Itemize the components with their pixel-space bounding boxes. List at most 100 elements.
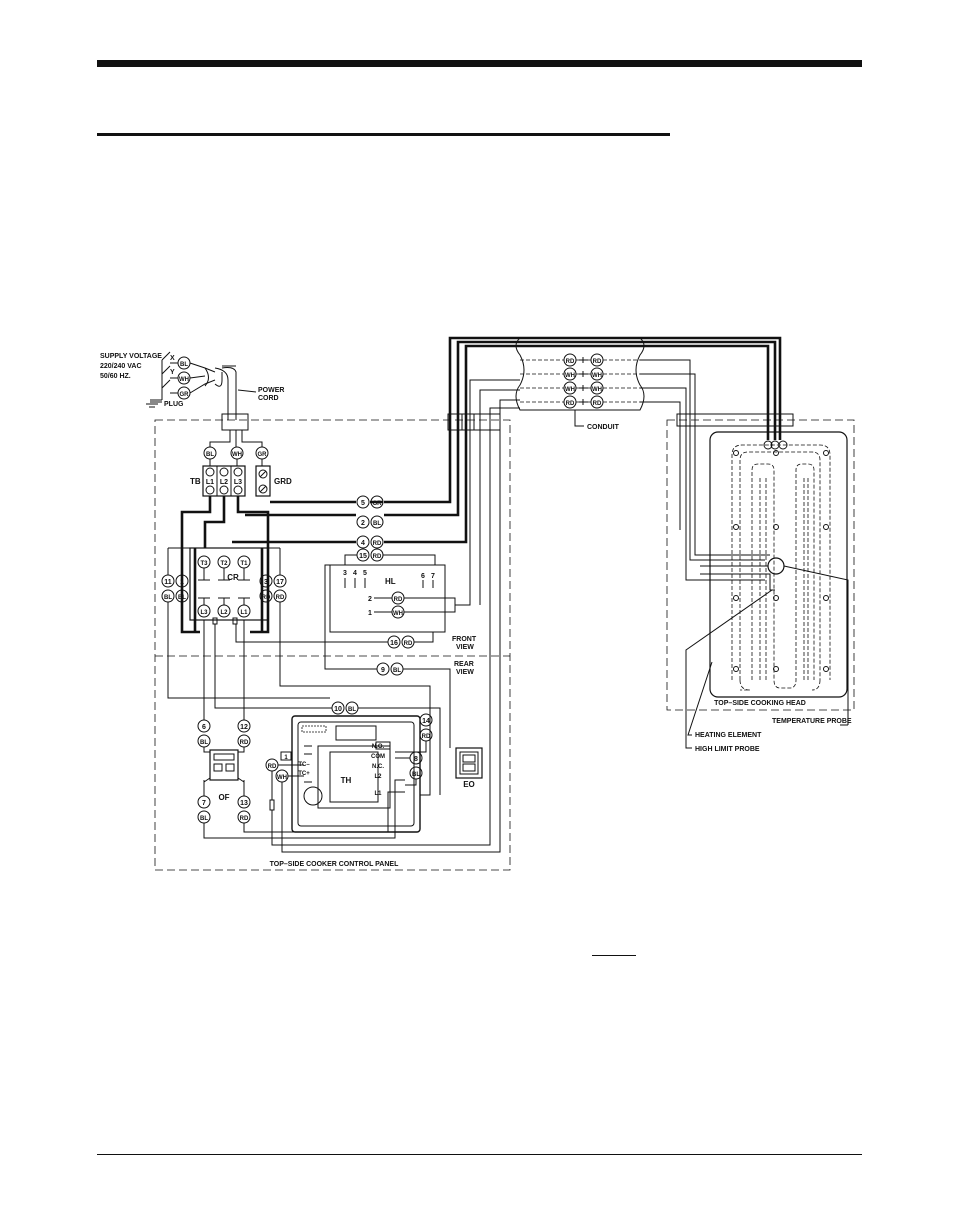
plug-gr: GR bbox=[180, 392, 190, 398]
th-tc-minus: TC– bbox=[298, 762, 310, 768]
section-rule bbox=[97, 133, 670, 136]
cr-l3: L3 bbox=[200, 610, 208, 616]
wire-1-color: BL bbox=[178, 595, 186, 601]
wire-3-color: RD bbox=[262, 595, 271, 601]
conduit-wh-1b: WH bbox=[592, 373, 602, 379]
hl-1: 1 bbox=[368, 610, 372, 617]
hl-3: 3 bbox=[343, 570, 347, 577]
high-limit-hl: 3 4 5 6 7 HL 2 1 RD WH bbox=[329, 379, 520, 633]
front-view-label-1: FRONT bbox=[452, 636, 477, 643]
hl-label: HL bbox=[385, 577, 396, 586]
hl-4: 4 bbox=[353, 570, 357, 577]
wire-11-color: BL bbox=[164, 595, 172, 601]
wire-12-num: 12 bbox=[240, 724, 248, 731]
wire-2-num: 2 bbox=[361, 520, 365, 527]
wire-15-num: 15 bbox=[359, 553, 367, 560]
wire-13-color: RD bbox=[240, 816, 249, 822]
wire-17-num: 17 bbox=[276, 579, 284, 586]
cr-l1: L1 bbox=[240, 610, 248, 616]
front-view-label-2: VIEW bbox=[456, 644, 474, 651]
cooking-head-label: TOP–SIDE COOKING HEAD bbox=[714, 700, 806, 707]
wire-9-color: BL bbox=[393, 668, 401, 674]
th-label: TH bbox=[341, 776, 352, 785]
wire-11-num: 11 bbox=[164, 579, 172, 586]
th-probe-rd: RD bbox=[268, 764, 277, 770]
over-temp-of: OF bbox=[209, 749, 239, 802]
cr-t1: T1 bbox=[240, 561, 248, 567]
header-rule bbox=[97, 60, 862, 67]
wire-5-num: 5 bbox=[361, 500, 365, 507]
of-label: OF bbox=[218, 793, 229, 802]
footer-rule bbox=[97, 1154, 862, 1155]
energy-output-eo: EO bbox=[455, 747, 483, 789]
ground-terminal: GRD bbox=[255, 465, 292, 497]
supply-vac-label: 220/240 VAC bbox=[100, 363, 142, 370]
hl-6: 6 bbox=[421, 573, 425, 580]
tb-l2: L2 bbox=[220, 479, 228, 486]
th-l1: L1 bbox=[374, 791, 382, 797]
th-nc: N.C. bbox=[372, 764, 384, 770]
hl-rd: RD bbox=[394, 597, 403, 603]
wire-7-num: 7 bbox=[202, 800, 206, 807]
wire-16-color: RD bbox=[404, 641, 413, 647]
wire-9-num: 9 bbox=[381, 667, 385, 674]
wire-17-color: RD bbox=[276, 595, 285, 601]
th-probe-wh: WH bbox=[277, 775, 287, 781]
hl-wh: WH bbox=[393, 611, 403, 617]
plug-y: Y bbox=[170, 369, 175, 376]
conduit-wh-2a: WH bbox=[565, 387, 575, 393]
control-panel-label: TOP–SIDE COOKER CONTROL PANEL bbox=[270, 861, 399, 868]
heating-element-label: HEATING ELEMENT bbox=[695, 732, 762, 739]
wire-8-num: 8 bbox=[414, 756, 418, 763]
plug-wh: WH bbox=[179, 377, 189, 383]
tb-label: TB bbox=[190, 477, 201, 486]
eo-label: EO bbox=[463, 780, 475, 789]
cr-t3: T3 bbox=[200, 561, 208, 567]
conduit-label: CONDUIT bbox=[587, 424, 620, 431]
conduit-rd-1b: RD bbox=[593, 359, 602, 365]
power-cord-label-2: CORD bbox=[258, 395, 279, 402]
tb-in-wh: WH bbox=[232, 452, 242, 458]
hl-7: 7 bbox=[431, 573, 435, 580]
tb-l1: L1 bbox=[206, 479, 214, 486]
th-com: COM bbox=[371, 754, 385, 760]
wire-14-num: 14 bbox=[422, 718, 430, 725]
wire-15-color: RD bbox=[373, 554, 382, 560]
th-tc-plus: TC+ bbox=[298, 771, 310, 777]
conduit-rd-2b: RD bbox=[593, 401, 602, 407]
high-limit-probe-label: HIGH LIMIT PROBE bbox=[695, 746, 760, 753]
conduit-rd-1a: RD bbox=[566, 359, 575, 365]
plug-bl: BL bbox=[180, 362, 188, 368]
cr-t2: T2 bbox=[220, 561, 228, 567]
wire-14-color: RD bbox=[422, 734, 431, 740]
tb-in-bl: BL bbox=[206, 452, 214, 458]
conduit: RD RD WH WH WH WH RD RD CONDUIT bbox=[515, 337, 645, 431]
supply-plug: SUPPLY VOLTAGE 220/240 VAC 50/60 HZ. X Y… bbox=[100, 351, 284, 420]
hl-2: 2 bbox=[368, 596, 372, 603]
plug-label: PLUG bbox=[164, 401, 184, 408]
contactor-cr: T3 T2 T1 L3 L2 L1 CR bbox=[189, 547, 269, 625]
wire-10-color: BL bbox=[348, 707, 356, 713]
wire-12-color: RD bbox=[240, 740, 249, 746]
cr-label: CR bbox=[227, 573, 239, 582]
wire-4-color: RD bbox=[373, 541, 382, 547]
cooking-head: TEMPERATURE PROBE TOP–SIDE COOKING HEAD … bbox=[666, 413, 855, 753]
wire-2-color: BL bbox=[373, 521, 381, 527]
conduit-rd-2a: RD bbox=[566, 401, 575, 407]
wire-6-color: BL bbox=[200, 740, 208, 746]
supply-voltage-label: SUPPLY VOLTAGE bbox=[100, 353, 162, 360]
temperature-probe-label: TEMPERATURE PROBE bbox=[772, 718, 852, 725]
plug-x: X bbox=[170, 355, 175, 362]
wire-6-num: 6 bbox=[202, 724, 206, 731]
short-rule bbox=[592, 955, 636, 956]
conduit-wh-2b: WH bbox=[592, 387, 602, 393]
wire-4-num: 4 bbox=[361, 540, 365, 547]
hl-5: 5 bbox=[363, 570, 367, 577]
wire-1-num: 1 bbox=[180, 579, 184, 586]
control-panel-outline bbox=[154, 419, 511, 871]
wire-5-color: GR bbox=[373, 501, 383, 507]
thermostat-th: TH TC– TC+ N.O. COM N.C. L2 L1 1 bbox=[280, 715, 421, 833]
power-cord-label-1: POWER bbox=[258, 387, 284, 394]
cr-l2: L2 bbox=[220, 610, 228, 616]
